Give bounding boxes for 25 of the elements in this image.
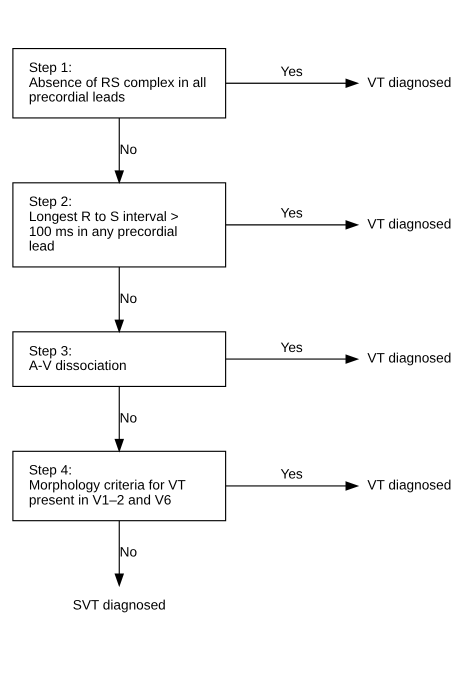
edge-label: No [120,410,138,425]
arrow [114,520,124,587]
node-box: Step 4: Morphology criteria for VT present in V1–2 and V6 [12,450,226,521]
arrow [114,386,124,452]
arrow [226,220,360,230]
edge-label: No [120,290,138,306]
node-box: Step 2: Longest R to S interval > 100 ms in any precordial lead [12,182,226,268]
node-text: VT diagnosed [367,74,452,90]
node-text: SVT diagnosed [72,597,166,612]
arrow [226,480,360,490]
node-box: Step 1: Absence of RS complex in all precordial leads [12,47,226,118]
edge-label: Yes [280,205,303,220]
edge-label: No [120,544,138,560]
arrow [226,78,360,88]
edge-label: Yes [280,339,303,354]
arrow [226,354,360,364]
edge-label: Yes [280,466,303,482]
node-text: VT diagnosed [367,476,452,492]
edge-label: No [120,141,138,156]
node-text: VT diagnosed [367,216,452,231]
arrow [114,266,124,333]
node-text: VT diagnosed [367,350,452,366]
arrow [114,118,124,184]
node-box: Step 3: A-V dissociation [12,330,226,386]
edge-label: Yes [280,63,303,78]
